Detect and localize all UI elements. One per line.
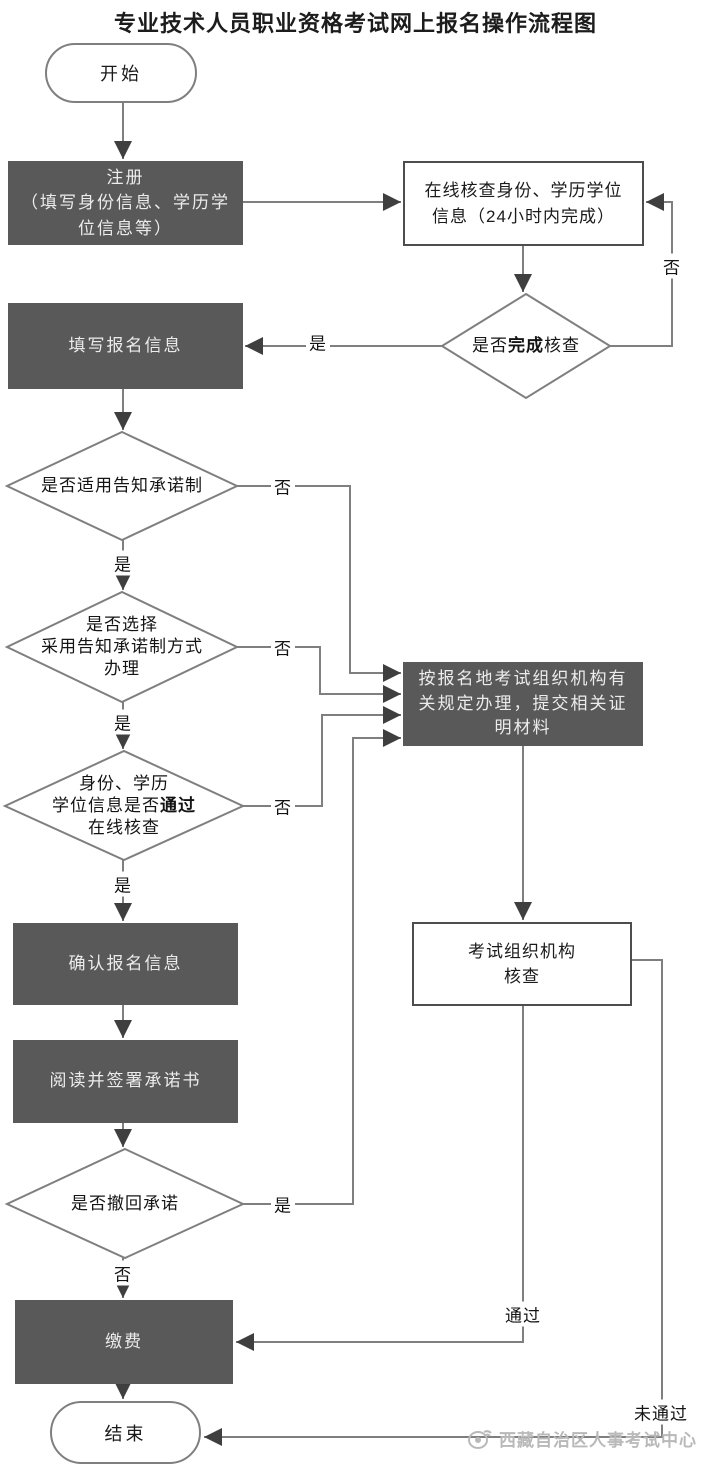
diamond-check-complete — [440, 292, 612, 400]
edge-label-org-fail: 未通过 — [631, 1399, 691, 1425]
choose-promise-line2: 采用告知承诺制方式 — [41, 636, 203, 656]
diamond-online-pass-label: 身份、学历 学位信息是否通过 在线核查 — [52, 773, 196, 839]
diamond-choose-promise — [4, 590, 240, 704]
node-sign-promise-label: 阅读并签署承诺书 — [49, 1071, 202, 1091]
node-org-check: 考试组织机构 核查 — [412, 922, 632, 1006]
watermark-text: 西藏自治区人事考试中心 — [499, 1431, 697, 1450]
choose-promise-line1: 是否选择 — [86, 614, 158, 634]
edge-label-withdraw-no: 否 — [111, 1260, 135, 1286]
edge-choose-no-submit — [237, 646, 401, 703]
edge-label-apply-yes: 是 — [111, 550, 135, 576]
node-sign-promise: 阅读并签署承诺书 — [13, 1040, 238, 1123]
edge-label-choose-no: 否 — [271, 634, 295, 660]
edge-label-org-pass: 通过 — [502, 1301, 544, 1327]
online-pass-line2-bold: 通过 — [160, 795, 196, 815]
check-complete-post: 核查 — [544, 335, 580, 355]
node-fill-info-label: 填写报名信息 — [68, 335, 183, 355]
node-register-line3: 位信息等） — [78, 218, 173, 238]
node-online-check-line2: 信息（24小时内完成） — [432, 206, 615, 226]
edge-label-recheck-no: 否 — [660, 253, 684, 279]
edge-withdraw-yes-submit — [243, 729, 401, 1205]
node-confirm-info-label: 确认报名信息 — [68, 953, 183, 973]
node-submit-materials: 按报名地考试组织机构有 关规定办理，提交相关证 明材料 — [403, 662, 643, 746]
diamond-withdraw-promise-label: 是否撤回承诺 — [71, 1193, 179, 1215]
edge-pass-no-submit — [243, 706, 401, 807]
node-submit-materials-line1: 按报名地考试组织机构有 — [418, 669, 628, 689]
node-submit-materials-line2: 关规定办理，提交相关证 — [418, 693, 628, 713]
edge-label-complete-yes: 是 — [306, 329, 330, 355]
node-confirm-info: 确认报名信息 — [13, 923, 238, 1005]
edge-label-apply-no: 否 — [271, 473, 295, 499]
page-title: 专业技术人员职业资格考试网上报名操作流程图 — [113, 11, 597, 36]
node-start: 开始 — [45, 43, 197, 103]
watermark: 西藏自治区人事考试中心 — [467, 1426, 697, 1451]
node-org-check-line2: 核查 — [504, 967, 540, 986]
diamond-check-complete-label: 是否完成核查 — [472, 335, 580, 357]
decision-diamonds — [2, 292, 612, 1260]
online-pass-line2-pre: 学位信息是否 — [52, 795, 160, 815]
node-end-label: 结束 — [104, 1423, 147, 1444]
edge-label-pass-yes: 是 — [111, 871, 135, 897]
diamond-withdraw-promise — [4, 1147, 246, 1260]
node-register: 注册 （填写身份信息、学历学 位信息等） — [8, 161, 243, 245]
edge-label-choose-yes: 是 — [111, 709, 135, 735]
node-online-check: 在线核查身份、学历学位 信息（24小时内完成） — [403, 161, 644, 246]
edge-orgcheck-pass-pay — [236, 1006, 524, 1351]
online-pass-line3: 在线核查 — [88, 818, 160, 838]
node-submit-materials-line3: 明材料 — [494, 718, 552, 738]
apply-promise-text: 是否适用告知承诺制 — [41, 475, 203, 495]
choose-promise-line3: 办理 — [104, 659, 140, 679]
weibo-logo-icon — [467, 1427, 494, 1450]
edge-apply-no-submit — [237, 485, 401, 682]
edge-label-pass-no: 否 — [271, 793, 295, 819]
node-org-check-line1: 考试组织机构 — [468, 941, 576, 961]
node-pay: 缴费 — [15, 1300, 233, 1384]
diamond-online-pass — [2, 749, 246, 862]
check-complete-bold: 完成 — [508, 335, 544, 355]
online-pass-line1: 身份、学历 — [79, 773, 169, 793]
check-complete-pre: 是否 — [472, 335, 508, 355]
diamond-apply-promise-label: 是否适用告知承诺制 — [41, 475, 203, 497]
withdraw-promise-text: 是否撤回承诺 — [71, 1193, 179, 1213]
online-pass-line2: 学位信息是否通过 — [52, 795, 196, 817]
node-register-line1: 注册 — [106, 167, 145, 187]
diamond-choose-promise-label: 是否选择 采用告知承诺制方式 办理 — [41, 614, 203, 680]
edge-label-withdraw-yes: 是 — [271, 1191, 295, 1217]
node-fill-info: 填写报名信息 — [8, 303, 243, 389]
edge-orgcheck-fail-end — [204, 959, 663, 1446]
diamond-apply-promise — [4, 430, 240, 542]
node-pay-label: 缴费 — [105, 1331, 143, 1351]
node-end: 结束 — [50, 1401, 201, 1464]
node-online-check-line1: 在线核查身份、学历学位 — [424, 181, 623, 200]
node-start-label: 开始 — [100, 64, 142, 84]
node-register-line2: （填写身份信息、学历学 — [21, 193, 230, 213]
